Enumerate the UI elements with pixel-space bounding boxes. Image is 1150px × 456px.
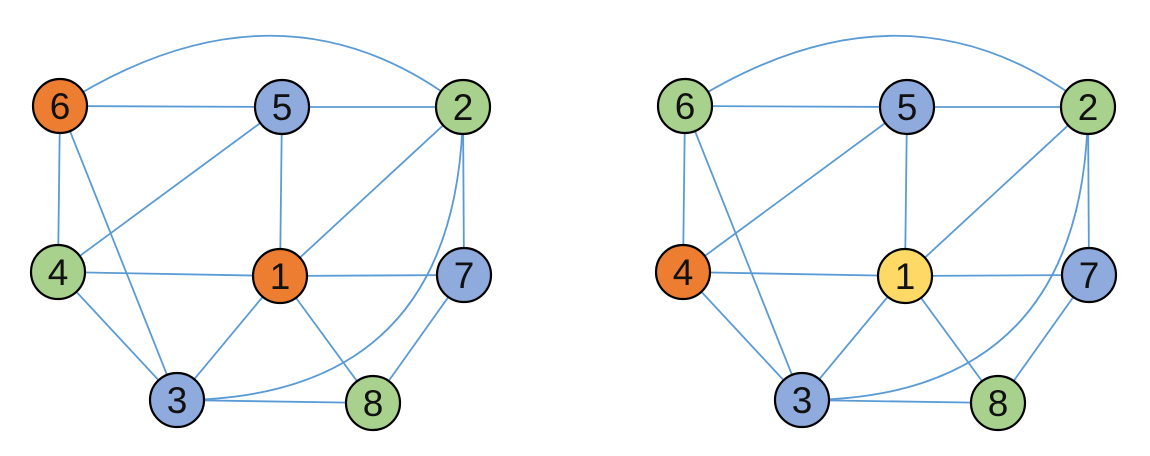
edge-6-5 — [59, 105, 283, 108]
edge-3-8 — [801, 399, 999, 404]
left-graph-node-2 — [434, 78, 492, 136]
left-graph-node-7-label: 7 — [454, 255, 475, 296]
left-graph-node-2-label: 2 — [453, 87, 474, 128]
right-graph-node-1-label: 1 — [895, 256, 916, 297]
edge-1-2 — [904, 106, 1089, 277]
right-graph-node-5-label: 5 — [897, 87, 918, 128]
curved-edge-2-3 — [801, 106, 1089, 401]
left-graph: 1 2 3 4 5 6 7 8 — [29, 34, 493, 432]
edge-4-1 — [57, 271, 281, 277]
left-graph-node-4 — [29, 243, 87, 301]
edge-1-7 — [904, 274, 1090, 277]
edge-1-7 — [279, 274, 465, 277]
left-graph-node-4-label: 4 — [48, 252, 69, 293]
right-graph-node-6-label: 6 — [675, 86, 696, 127]
right-graph-node-8 — [969, 374, 1027, 432]
left-graph-node-3 — [148, 371, 206, 429]
right-graph-node-2-label: 2 — [1078, 87, 1099, 128]
right-graph-node-7-label: 7 — [1079, 255, 1100, 296]
left-graph-node-5-label: 5 — [272, 87, 293, 128]
left-graph-node-5 — [253, 78, 311, 136]
edge-1-2 — [279, 106, 464, 277]
edge-6-5 — [684, 105, 908, 108]
left-graph-node-3-label: 3 — [167, 380, 188, 421]
right-graph-node-6 — [656, 77, 714, 135]
edge-4-3 — [682, 271, 803, 401]
curved-edge-2-3 — [176, 106, 464, 401]
edge-6-3 — [684, 105, 803, 401]
edge-5-4 — [57, 106, 283, 273]
left-graph-node-6-label: 6 — [50, 86, 71, 127]
edge-5-4 — [682, 106, 908, 273]
left-graph-node-1 — [251, 247, 309, 305]
edge-4-3 — [57, 271, 178, 401]
right-graph-node-4 — [654, 243, 712, 301]
curved-edge-6-2 — [59, 34, 464, 108]
left-graph-node-8 — [344, 374, 402, 432]
edge-5-1 — [279, 106, 283, 277]
right-graph-node-4-label: 4 — [673, 252, 694, 293]
right-graph-node-2 — [1059, 78, 1117, 136]
right-graph-node-3 — [773, 371, 831, 429]
right-graph-node-1 — [876, 247, 934, 305]
left-graph-node-1-label: 1 — [270, 256, 291, 297]
edge-3-8 — [176, 399, 374, 404]
right-graph-node-8-label: 8 — [988, 383, 1009, 424]
right-graph: 1 2 3 4 5 6 7 8 — [654, 34, 1118, 432]
left-graph-node-7 — [435, 246, 493, 304]
curved-edge-6-2 — [684, 34, 1089, 108]
right-graph-node-5 — [878, 78, 936, 136]
left-graph-node-6 — [31, 77, 89, 135]
right-graph-node-7 — [1060, 246, 1118, 304]
edge-4-1 — [682, 271, 906, 277]
right-graph-node-3-label: 3 — [792, 380, 813, 421]
left-graph-node-8-label: 8 — [363, 383, 384, 424]
edge-5-1 — [904, 106, 908, 277]
edge-6-3 — [59, 105, 178, 401]
